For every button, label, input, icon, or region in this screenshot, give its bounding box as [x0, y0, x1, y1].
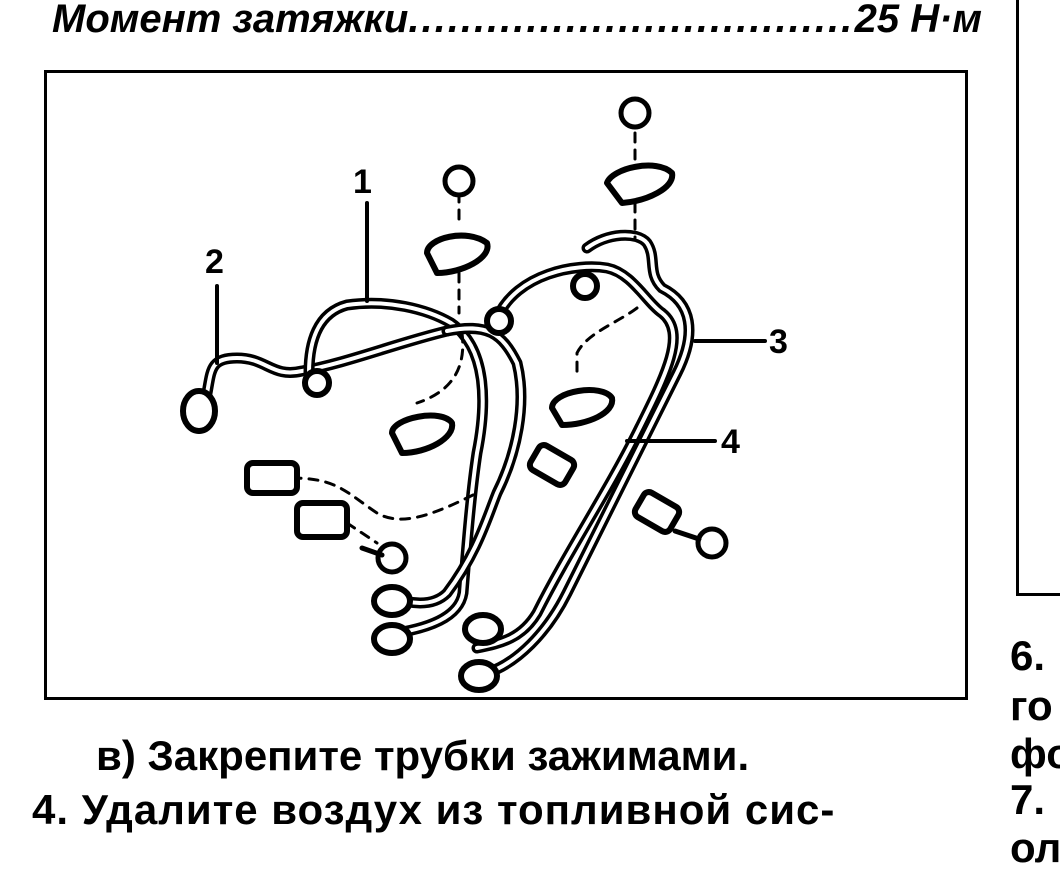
pipe-1-inner	[307, 301, 485, 635]
callout-4: 4	[721, 423, 740, 461]
torque-spec-line: Момент затяжки .........................…	[52, 0, 982, 42]
torque-label: Момент затяжки	[52, 0, 409, 41]
torque-dots: ........................................…	[408, 0, 855, 41]
nuts-and-bolts	[359, 96, 729, 575]
callout-3: 3	[769, 323, 788, 361]
right-column-line-4: 7.	[1010, 776, 1046, 823]
clamps	[244, 162, 683, 540]
assembly-dashes	[290, 131, 639, 545]
right-column-line-1: 6.	[1010, 632, 1046, 679]
pipe-end-fittings	[180, 388, 504, 693]
callout-2: 2	[205, 243, 224, 281]
fuel-injection-pipes-figure: 1 2 3 4	[44, 70, 968, 700]
right-column-line-5: ол	[1010, 824, 1060, 871]
callout-1: 1	[353, 163, 372, 201]
figure-caption: в) Закрепите трубки зажимами.	[96, 732, 750, 779]
step-4-text: 4. Удалите воздух из топливной сис-	[32, 786, 836, 833]
pipe-3-inner	[485, 233, 691, 675]
right-column-line-3: фо	[1010, 730, 1060, 777]
callout-leaders	[215, 201, 767, 443]
torque-value: 25 Н·м	[854, 0, 982, 41]
adjacent-figure-frame	[1016, 0, 1060, 596]
pipes-diagram: 1 2 3 4	[180, 96, 788, 693]
pipe-2-inner	[203, 329, 449, 405]
pipe-4-inner	[395, 264, 676, 650]
right-column-line-2: го	[1010, 682, 1053, 729]
